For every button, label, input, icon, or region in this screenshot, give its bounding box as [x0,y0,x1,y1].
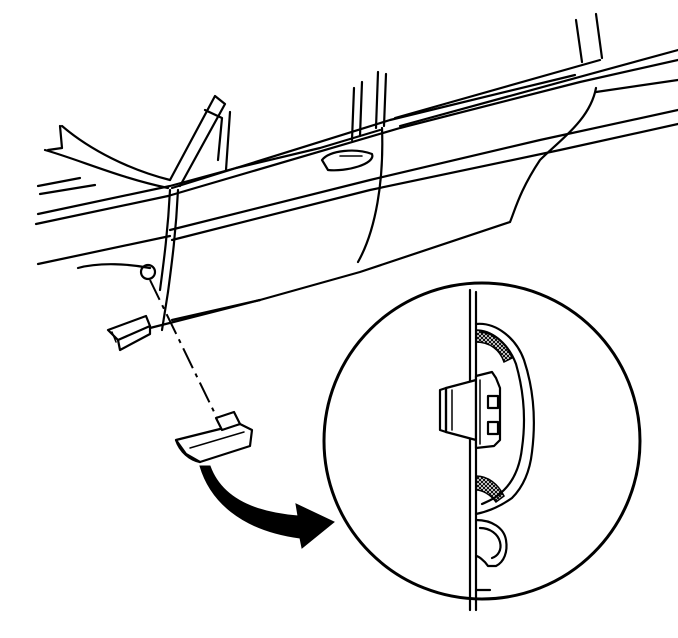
body-side-line-middle [168,108,678,232]
clip-installed [106,314,152,352]
front-wheel-arch [76,263,152,270]
molding-outer-shell [474,322,536,516]
clip-head-flange [438,386,448,434]
molding-lower-lip [474,518,508,568]
belt-line-rear [166,58,678,198]
rear-wheel-arch [508,86,598,224]
hood-inner-line [43,148,170,190]
foam-pad-bottom [475,475,505,504]
hood-front-line [36,176,82,188]
a-pillar [168,94,227,188]
hood-corner [46,124,64,152]
vehicle-body-side [34,12,678,332]
detail-circle [322,281,642,601]
a-pillar-inner-2 [224,110,232,172]
front-door-seam [158,188,172,292]
clip-removed-detail [189,431,245,449]
body-side-line-front [36,234,172,266]
clip-installed-side [116,324,152,352]
installation-path-line [149,279,219,421]
molding-lower-lip-inner [478,526,502,560]
clip-head-outer [444,378,478,442]
clip-retainer-tab-lower [486,420,500,436]
clip-removed-curve [174,438,202,464]
rocker-front-edge [160,290,170,332]
body-hole [139,263,157,281]
rear-door-seam [356,126,384,264]
clip-removed-tab [214,410,242,432]
b-pillar-rear [382,72,388,128]
clip-installed-edge [111,331,117,343]
front-door-seam-2 [166,188,180,294]
roof-rail-line [393,58,602,120]
belt-line-rear-upper [170,73,577,190]
clip-cross-section-detail [322,281,642,612]
curved-arrow-icon [199,465,335,549]
door-handle [320,149,374,172]
clip-removed [174,410,254,464]
b-pillar-mid [358,80,364,138]
hood-edge-line [60,124,172,182]
hood-front-line-2 [38,183,97,196]
roof-rail-lower [398,48,678,128]
a-pillar-inner [203,108,224,162]
rocker-inner-line [170,298,262,322]
c-pillar-line [574,18,584,64]
rear-quarter-line [594,78,678,94]
belt-line-lower [34,194,170,226]
c-pillar-line-2 [594,12,604,60]
curved-arrow-shape [199,465,335,549]
rocker-lower-line [148,220,512,330]
clip-retainer-tab-upper [486,394,500,410]
b-pillar-mid-2 [374,70,380,130]
body-side-line-middle-2 [170,122,678,242]
foam-pad-top [475,329,513,364]
b-pillar-front [350,86,356,142]
